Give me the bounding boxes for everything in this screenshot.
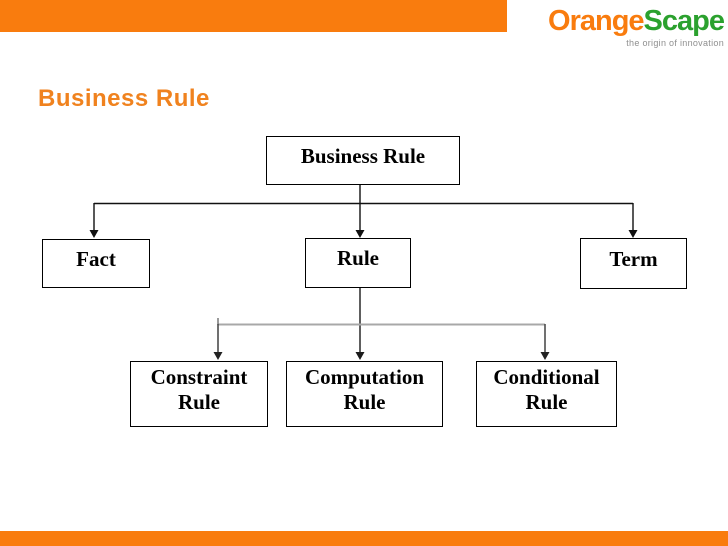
arrowhead-to-computation-rule — [355, 352, 365, 360]
orangescape-logo: OrangeScape the origin of innovation — [548, 5, 725, 48]
node-term: Term — [580, 238, 687, 289]
node-conditional-rule: Conditional Rule — [476, 361, 617, 427]
arrowhead-to-conditional-rule — [540, 352, 550, 360]
slide-title: Business Rule — [38, 85, 210, 112]
node-business-rule: Business Rule — [266, 136, 460, 185]
arrowhead-to-constraint-rule — [213, 352, 223, 360]
node-rule: Rule — [305, 238, 411, 288]
connector-root-to-level1 — [89, 185, 638, 238]
arrowhead-to-fact — [89, 230, 99, 238]
logo-tagline: the origin of innovation — [626, 38, 724, 48]
logo-text-green: Scape — [643, 5, 725, 37]
node-fact: Fact — [42, 239, 150, 288]
arrowhead-to-rule — [355, 230, 365, 238]
logo-wordmark: OrangeScape — [548, 5, 725, 37]
node-constraint-rule: Constraint Rule — [130, 361, 268, 427]
arrowhead-to-term — [628, 230, 638, 238]
bottom-orange-bar — [0, 531, 728, 546]
logo-text-orange: Orange — [548, 5, 645, 37]
top-orange-bar — [0, 0, 507, 32]
connector-rule-to-level2 — [213, 288, 550, 360]
node-computation-rule: Computation Rule — [286, 361, 443, 427]
